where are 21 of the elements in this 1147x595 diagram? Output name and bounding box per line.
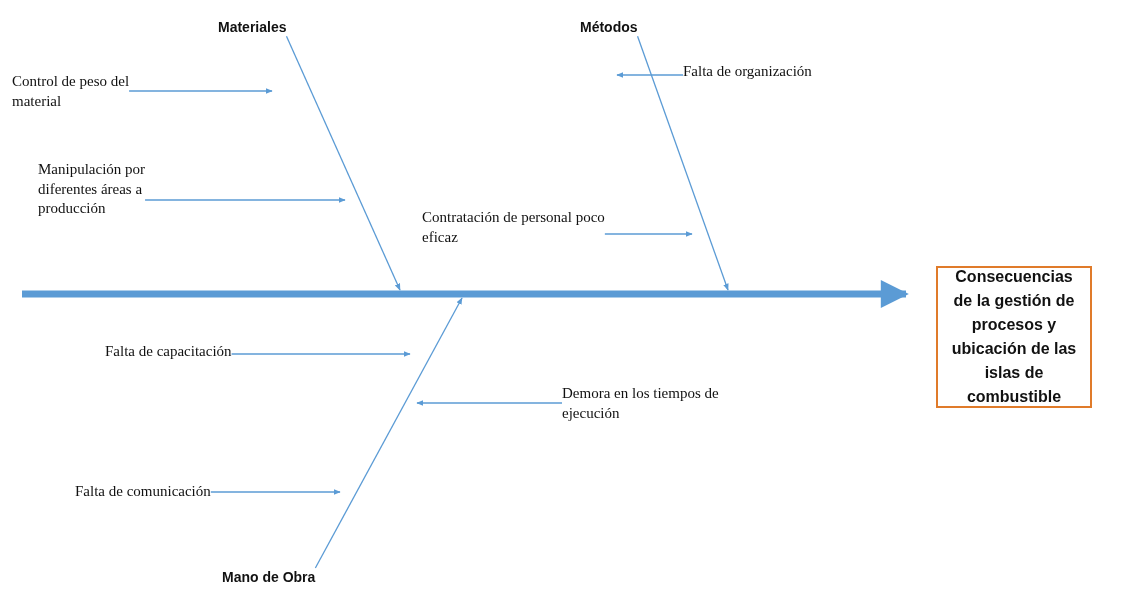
arrow [144, 197, 346, 203]
cause-label: Manipulación por diferentes áreas a producción [38, 160, 203, 219]
cause-label: Falta de capacitación [105, 342, 232, 362]
arrow [616, 72, 684, 78]
cause-label: Falta de organización [683, 62, 812, 82]
bone-arrow [285, 35, 401, 291]
cause-label: Demora en los tiempos de ejecución [562, 384, 732, 423]
cause-label: Control de peso del material [12, 72, 147, 111]
arrow [210, 489, 341, 495]
category-label: Materiales [218, 18, 287, 37]
arrow [128, 88, 273, 94]
category-label: Métodos [580, 18, 638, 37]
cause-label: Contratación de personal poco eficaz [422, 208, 612, 247]
cause-label: Falta de comunicación [75, 482, 211, 502]
effect-box: Consecuencias de la gestión de procesos y ubicación de las islas de combustible [936, 266, 1092, 408]
category-label: Mano de Obra [222, 568, 316, 587]
arrow [604, 231, 693, 237]
bone-arrow [314, 297, 463, 569]
bone-arrow [636, 35, 729, 291]
arrow [230, 351, 411, 357]
arrow [416, 400, 563, 406]
